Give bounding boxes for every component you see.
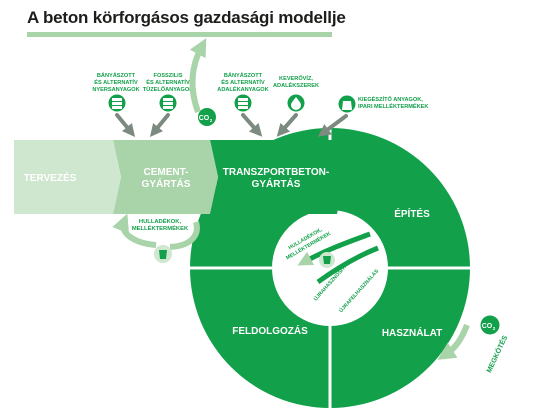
input-water: KEVERŐVÍZ, ADALÉKSZEREK — [273, 74, 319, 89]
waste-loop: HULLADÉKOK, MELLÉKTERMÉKEK — [112, 213, 200, 263]
input-cement-raw: BÁNYÁSZOTT ÉS ALTERNATÍV NYERSANYAGOK — [92, 72, 139, 93]
svg-text:BÁNYÁSZOTT: BÁNYÁSZOTT — [224, 72, 263, 79]
supplementary-bag-icon — [338, 95, 356, 113]
arrow-concrete-raw — [241, 113, 263, 137]
stage-cement-label-2: GYÁRTÁS — [142, 177, 191, 190]
page-title: A beton körforgásos gazdasági modellje — [27, 8, 346, 27]
co2-emission: CO 2 — [189, 38, 216, 126]
svg-text:FOSSZILIS: FOSSZILIS — [154, 73, 183, 79]
svg-text:ADALÉKSZEREK: ADALÉKSZEREK — [273, 81, 319, 89]
svg-text:KEVERŐVÍZ,: KEVERŐVÍZ, — [279, 74, 313, 82]
band-design — [14, 140, 121, 214]
co2-binding-sub: 2 — [493, 326, 496, 331]
mining-icon — [108, 94, 126, 112]
band-ready-mix — [210, 140, 344, 214]
co2-binding-icon — [480, 315, 500, 335]
stage-design-label: TERVEZÉS — [24, 171, 77, 184]
fuel-icon — [159, 94, 177, 112]
band-cement — [113, 140, 218, 214]
water-drop-icon — [287, 94, 305, 112]
arrow-cement-fuel — [149, 113, 170, 137]
title-underline — [27, 32, 332, 37]
stage-cement-label-1: CEMENT- — [144, 167, 189, 178]
arrow-water — [276, 113, 298, 137]
co2-binding-text: CO — [482, 323, 493, 330]
stage-processing-label: FELDOLGOZÁS — [232, 324, 308, 337]
material-icons — [108, 94, 356, 113]
inner-waste-icon — [319, 252, 335, 268]
flow-band — [14, 140, 344, 214]
svg-text:BÁNYÁSZOTT: BÁNYÁSZOTT — [97, 72, 136, 79]
co2-emission-icon — [198, 108, 216, 126]
co2-emission-sub: 2 — [210, 118, 213, 123]
input-supplementary: KIEGÉSZÍTŐ ANYAGOK, IPARI MELLÉKTERMÉKEK — [358, 95, 428, 110]
input-concrete-raw: BÁNYÁSZOTT ÉS ALTERNATÍV ADALÉKANYAGOK — [217, 72, 268, 93]
arrow-supplementary — [317, 114, 348, 137]
svg-text:ÉS ALTERNATÍV: ÉS ALTERNATÍV — [221, 78, 265, 86]
waste-label-2: MELLÉKTERMÉKEK — [132, 224, 189, 232]
svg-text:NYERSANYAGOK: NYERSANYAGOK — [92, 87, 139, 93]
stage-use-label: HASZNÁLAT — [382, 326, 442, 339]
svg-text:TÜZELŐANYAGOK: TÜZELŐANYAGOK — [143, 86, 193, 93]
arrow-cement-raw — [115, 113, 136, 137]
input-cement-fuel: FOSSZILIS ÉS ALTERNATÍV TÜZELŐANYAGOK — [143, 73, 193, 93]
waste-label-1: HULLADÉKOK, — [139, 217, 182, 225]
input-arrows — [115, 113, 348, 137]
binding-label: MEGKÖTÉS — [484, 334, 509, 374]
svg-text:ADALÉKANYAGOK: ADALÉKANYAGOK — [217, 85, 268, 93]
svg-text:ÉS ALTERNATÍV: ÉS ALTERNATÍV — [94, 78, 138, 86]
stage-ready-mix-label-2: GYÁRTÁS — [252, 177, 301, 190]
stage-ready-mix-label-1: TRANSZPORTBETON- — [223, 167, 329, 178]
svg-text:ÉS ALTERNATÍV: ÉS ALTERNATÍV — [146, 78, 190, 86]
svg-text:KIEGÉSZÍTŐ ANYAGOK,: KIEGÉSZÍTŐ ANYAGOK, — [358, 95, 423, 103]
svg-text:IPARI MELLÉKTERMÉKEK: IPARI MELLÉKTERMÉKEK — [358, 102, 428, 110]
stage-construction-label: ÉPÍTÉS — [394, 207, 430, 220]
co2-emission-text: CO — [199, 115, 210, 122]
aggregate-icon — [234, 94, 252, 112]
